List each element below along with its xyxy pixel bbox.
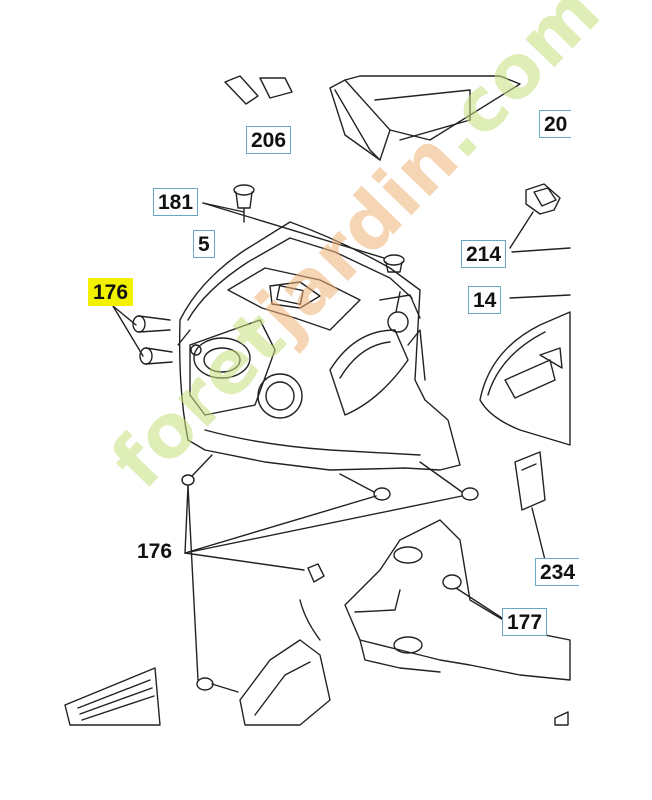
callout-206: 206 (246, 126, 292, 154)
part-14-panel (479, 294, 571, 446)
upper-left-fragment (224, 75, 293, 105)
callout-20: 20 (539, 110, 572, 138)
part-176-bolts-left (112, 305, 173, 365)
callout-5: 5 (193, 230, 215, 258)
callout-176-highlighted: 176 (88, 278, 134, 306)
part-176-bolts-lower (181, 454, 479, 693)
callout-14: 14 (468, 286, 502, 314)
part-206-bracket (329, 75, 521, 161)
part-177-bracket (344, 519, 571, 681)
callout-181: 181 (153, 188, 199, 216)
part-214-clip (509, 183, 571, 253)
callout-214: 214 (461, 240, 507, 268)
part-5-dash-panel (177, 221, 461, 471)
lower-left-grille (64, 599, 569, 726)
callout-234: 234 (535, 558, 580, 586)
label-176: 176 (137, 540, 173, 563)
callout-177: 177 (502, 608, 548, 636)
part-181-screws (202, 184, 405, 273)
part-234-plate (514, 451, 546, 561)
